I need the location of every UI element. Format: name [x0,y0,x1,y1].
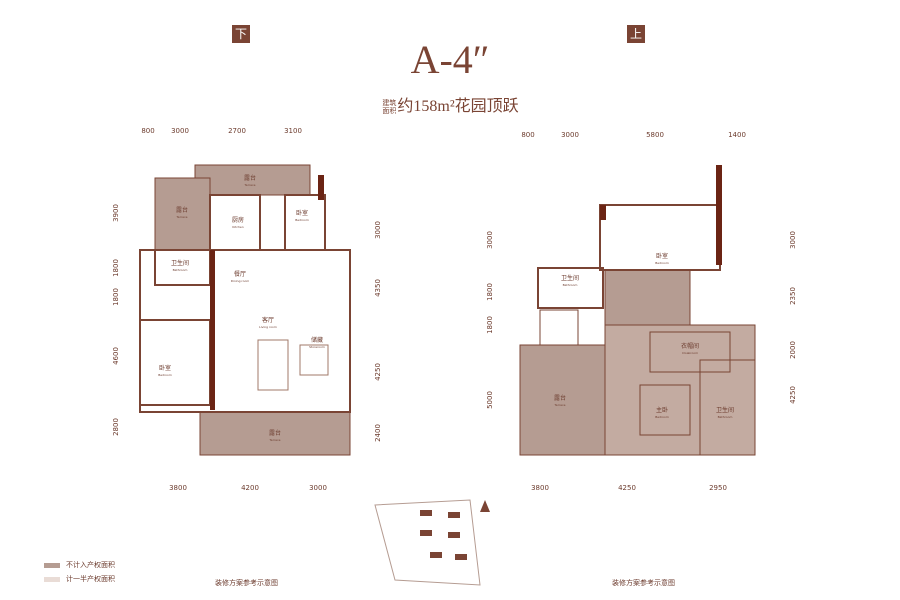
dimension-label: 3000 [171,127,189,135]
stairs [539,309,579,346]
legend-item-half: 计一半产权面积 [44,574,115,584]
room-label: 卫生间 [561,274,579,282]
bathroom-master [699,359,756,456]
room-label-en: Living room [259,325,277,329]
terrace-top [194,164,311,196]
dimension-label: 4250 [618,484,636,492]
dimension-label: 2700 [228,127,246,135]
bedroom-top [284,194,326,251]
dimension-label: 2350 [789,287,797,305]
dimension-label: 3800 [531,484,549,492]
terrace-big [519,344,606,456]
dimension-label: 800 [521,131,534,139]
dimension-label: 5800 [646,131,664,139]
dimension-label: 3000 [486,231,494,249]
dimension-label: 4250 [374,363,382,381]
room-label: 客厅 [262,316,274,324]
dimension-label: 1800 [112,259,120,277]
dimension-label: 3900 [112,204,120,222]
unit-title: A-4″ [410,37,490,82]
room-label-en: Terrace [244,183,256,187]
sofa [257,339,289,391]
room-label: 储藏 [311,336,323,344]
dimension-label: 4350 [374,279,382,297]
lower-floor-plan [139,164,351,456]
room-label-en: Dining room [231,279,249,283]
room-label: 餐厅 [234,270,246,278]
dimension-label: 4250 [789,386,797,404]
room-label-en: Bedroom [655,261,669,265]
room-label: 卧室 [159,364,171,372]
upper-floor-tag: 上 [627,25,645,43]
area-text: 约158m²花园顶跃 [397,98,519,115]
area-caption: 建筑面积约158m²花园顶跃 [0,92,900,116]
room-label: 主卧 [656,406,668,414]
lower-footnote: 装修方案参考示意图 [215,579,278,587]
legend-label: 不计入产权面积 [66,561,115,569]
dimension-label: 2800 [112,418,120,436]
room-label: 卧室 [296,209,308,217]
dimension-label: 2000 [789,341,797,359]
dimension-label: 3000 [374,221,382,239]
room-label: 露台 [244,174,256,182]
legend-item-excluded: 不计入产权面积 [44,560,115,570]
bathroom-upper [537,267,604,309]
dimension-label: 1800 [486,316,494,334]
dimension-label: 4600 [112,347,120,365]
room-label-en: Bathroom [718,415,733,419]
dimension-label: 3000 [309,484,327,492]
area-label-top: 建筑 [382,99,397,108]
dimension-label: 4200 [241,484,259,492]
dimension-label: 2950 [709,484,727,492]
room-label: 衣帽间 [681,342,699,350]
dimension-label: 3800 [169,484,187,492]
room-label-en: Bedroom [158,373,172,377]
dimension-label: 3100 [284,127,302,135]
master-bedroom [639,384,691,436]
room-label-en: Bedroom [655,415,669,419]
desk [299,344,329,376]
dimension-label: 800 [141,127,154,135]
dimension-label: 2400 [374,424,382,442]
room-label: 卧室 [656,252,668,260]
room-label-en: Storeroom [309,345,325,349]
room-label-en: Terrace [269,438,281,442]
area-label-bottom: 面积 [382,107,397,116]
room-label-en: Terrace [554,403,566,407]
dimension-label: 3000 [789,231,797,249]
room-label: 露台 [176,206,188,214]
room-label-en: Bedroom [295,218,309,222]
room-label: 厨房 [232,216,244,224]
dimension-label: 1400 [728,131,746,139]
dimension-label: 1800 [486,283,494,301]
room-label-en: Terrace [176,215,188,219]
room-label-en: Kitchen [232,225,243,229]
kitchen [209,194,261,251]
upper-footnote: 装修方案参考示意图 [612,579,675,587]
room-label-en: Bathroom [563,283,578,287]
site-key-plan [374,499,490,586]
lower-floor-tag: 下 [232,25,250,43]
room-label: 卫生间 [171,259,189,267]
dimension-label: 5000 [486,391,494,409]
room-label-en: Cloakroom [682,351,698,355]
room-label: 露台 [554,394,566,402]
dimension-label: 1800 [112,288,120,306]
room-label: 卫生间 [716,406,734,414]
legend-label: 计一半产权面积 [66,575,115,583]
room-label-en: Bathroom [173,268,188,272]
north-arrow-icon [480,500,490,512]
legend: 不计入产权面积 计一半产权面积 [44,560,115,584]
dimension-label: 3000 [561,131,579,139]
terrace-left [154,177,211,251]
room-label: 露台 [269,429,281,437]
upper-floor-plan [519,165,756,456]
cloakroom [649,331,731,373]
bedroom-left [139,319,211,406]
